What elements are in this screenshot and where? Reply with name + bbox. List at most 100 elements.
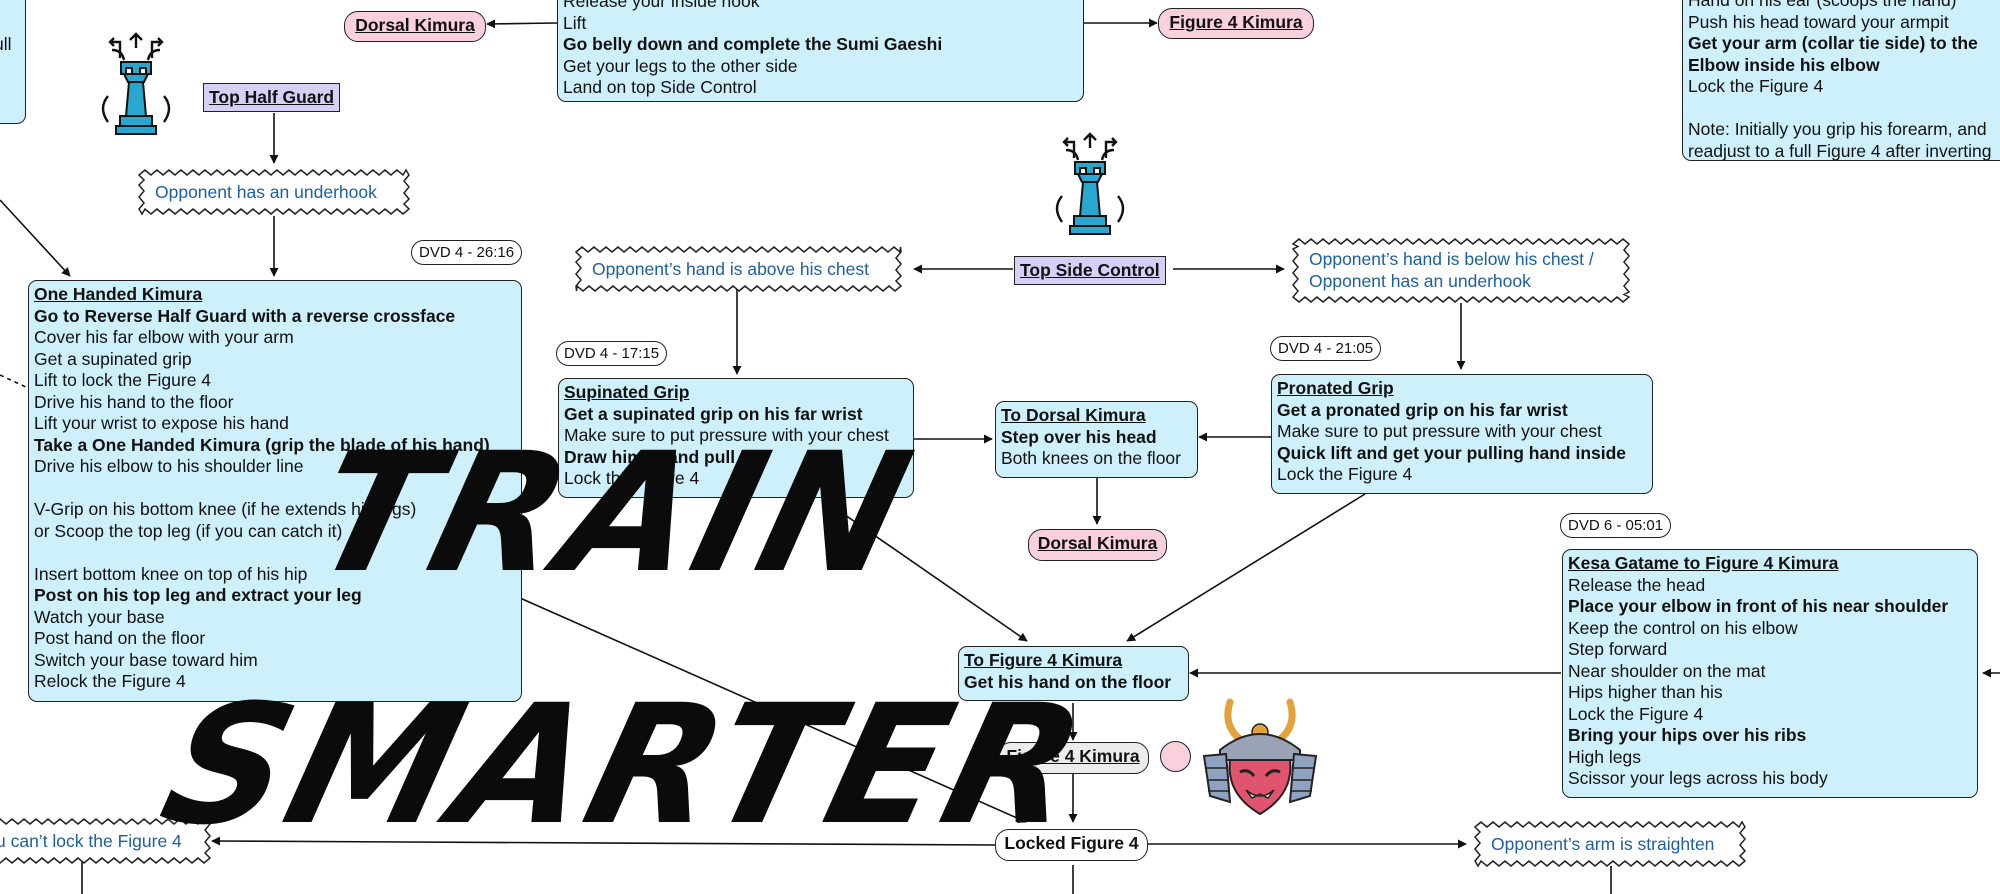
step-line: Keep the control on his elbow: [1568, 617, 1798, 638]
box-title: Kesa Gatame to Figure 4 Kimura: [1568, 553, 1839, 573]
step-line: Step forward: [1568, 639, 1668, 659]
step-line: Make sure to put pressure with your ches…: [1277, 421, 1602, 441]
offscreen-box-left: ull: [0, 0, 26, 124]
top-side-control-node[interactable]: Top Side Control: [1014, 256, 1166, 285]
step-line: Go to Reverse Half Guard with a reverse …: [34, 305, 456, 326]
condition-text: Opponent’s hand is above his chest: [592, 259, 869, 279]
step-line: Post on his top leg and extract your leg: [34, 585, 362, 605]
step-line: Release your inside hook: [563, 0, 760, 11]
condition-text: Opponent’s hand is below his chest /: [1309, 249, 1594, 269]
dashed-offscreen-link: [0, 374, 29, 389]
arrow-locked-to-cantlock: [211, 836, 996, 846]
step-line: Get a supinated grip: [34, 348, 192, 369]
step-line: Push his head toward your armpit: [1688, 11, 1949, 32]
note-line: Note: Initially you grip his forearm, an…: [1688, 119, 1987, 139]
pronated-grip-box: Pronated Grip Get a pronated grip on his…: [1271, 374, 1653, 494]
step-line: Hand on his ear (scoops the hand): [1688, 0, 1957, 10]
jagged-border: [574, 246, 903, 292]
condition-text: Opponent has an underhook: [1309, 271, 1531, 291]
jagged-border: [0, 818, 212, 864]
blank-line: [1688, 98, 2000, 120]
step-line: Bring your hips over his ribs: [1568, 725, 1807, 745]
step-line: Quick lift and get your pulling hand ins…: [1277, 442, 1627, 463]
figure4-kimura-node[interactable]: Figure 4 Kimura: [997, 742, 1149, 774]
step-line: Relock the Figure 4: [34, 671, 186, 691]
step-line: Draw him in and pull: [564, 446, 736, 467]
arrow-pronated-to-tofigure4: [1126, 493, 1366, 642]
arrow-offscreen-to-onehanded: [0, 199, 71, 277]
step-line: Get a pronated grip on his far wrist: [1277, 399, 1568, 420]
step-line: Switch your base toward him: [34, 649, 258, 670]
watermark-line-2: SMARTER: [146, 669, 1105, 861]
dvd-timestamp-badge: DVD 4 - 21:05: [1270, 336, 1382, 361]
locked-figure4-node[interactable]: Locked Figure 4: [995, 829, 1148, 861]
condition-underhook: Opponent has an underhook: [137, 168, 411, 216]
step-line: Place your elbow in front of his near sh…: [1568, 596, 1949, 616]
step-line: Make sure to put pressure with your ches…: [564, 425, 889, 445]
box-title: One Handed Kimura: [34, 284, 203, 304]
step-line: Lock the Figure 4: [1277, 464, 1413, 484]
box-title: To Dorsal Kimura: [1001, 405, 1146, 425]
step-line: Go belly down and complete the Sumi Gaes…: [563, 34, 943, 54]
step-line: Lift to lock the Figure 4: [34, 370, 212, 390]
step-line: Scissor your legs across his body: [1568, 768, 1828, 788]
offscreen-text-fragment: ull: [0, 34, 12, 54]
step-line: Get your legs to the other side: [563, 55, 798, 76]
step-line: Lock the Figure 4: [1568, 703, 1704, 724]
step-line: Release the head: [1568, 574, 1706, 595]
jagged-border: [137, 168, 411, 216]
kesa-gatame-box: Kesa Gatame to Figure 4 Kimura Release t…: [1562, 549, 1978, 798]
sumi-gaeshi-box: Release your inside hook Lift Go belly d…: [557, 0, 1084, 102]
watermark-line-1: TRAIN: [296, 417, 931, 609]
pink-dot-marker: [1160, 741, 1191, 772]
step-line: Hips higher than his: [1568, 682, 1723, 702]
step-line: Lift your wrist to expose his hand: [34, 413, 289, 433]
step-line: Cover his far elbow with your arm: [34, 327, 294, 347]
dvd-timestamp-badge: DVD 4 - 17:15: [556, 341, 668, 366]
step-line: Lock the Figure 4: [564, 468, 700, 488]
condition-text: Opponent’s arm is straighten: [1491, 834, 1715, 854]
to-dorsal-kimura-box: To Dorsal Kimura Step over his head Both…: [995, 401, 1198, 478]
dorsal-kimura-node-top[interactable]: Dorsal Kimura: [344, 11, 486, 42]
dorsal-kimura-node[interactable]: Dorsal Kimura: [1028, 529, 1167, 561]
figure4-from-collar-box: Hand on his ear (scoops the hand) Push h…: [1682, 0, 2000, 161]
top-half-guard-node[interactable]: Top Half Guard: [203, 83, 341, 112]
supinated-grip-box: Supinated Grip Get a supinated grip on h…: [558, 378, 914, 498]
step-line: Step over his head: [1001, 426, 1157, 447]
box-title: Pronated Grip: [1277, 378, 1394, 398]
jagged-border: [1473, 820, 1747, 868]
step-line: Watch your base: [34, 606, 165, 627]
dvd-timestamp-badge: DVD 6 - 05:01: [1560, 513, 1672, 538]
step-line: Lift: [563, 12, 587, 33]
dvd-timestamp-badge: DVD 4 - 26:16: [411, 240, 523, 265]
step-line: Drive his elbow to his shoulder line: [34, 456, 304, 476]
condition-hand-below-chest: Opponent’s hand is below his chest / Opp…: [1291, 237, 1631, 304]
to-figure4-kimura-box: To Figure 4 Kimura Get his hand on the f…: [958, 646, 1189, 701]
condition-cant-lock: u can’t lock the Figure 4: [0, 817, 212, 865]
note-line: readjust to a full Figure 4 after invert…: [1688, 140, 1992, 161]
step-line: Insert bottom knee on top of his hip: [34, 563, 308, 584]
step-line: Get his hand on the floor: [964, 671, 1172, 692]
step-line: Both knees on the floor: [1001, 448, 1181, 468]
arrow-supinated-to-tofigure4: [821, 498, 1028, 642]
step-line: Near shoulder on the mat: [1568, 660, 1766, 681]
one-handed-kimura-box: One Handed Kimura Go to Reverse Half Gua…: [28, 280, 522, 702]
box-title: Supinated Grip: [564, 382, 690, 402]
step-line: or Scoop the top leg (if you can catch i…: [34, 520, 343, 541]
rook-tower-icon: [101, 32, 171, 135]
arrow-onehanded-to-locked: [519, 597, 1027, 823]
samurai-helmet-icon: [1202, 698, 1318, 816]
condition-text: Opponent has an underhook: [155, 182, 377, 202]
jagged-border: [1291, 238, 1631, 303]
step-line: V-Grip on his bottom knee (if he extends…: [34, 499, 417, 519]
step-line: Get a supinated grip on his far wrist: [564, 403, 863, 424]
rook-tower-icon: [1055, 132, 1125, 235]
condition-hand-above-chest: Opponent’s hand is above his chest: [574, 245, 903, 293]
step-line: Elbow inside his elbow: [1688, 54, 1880, 75]
step-line: Post hand on the floor: [34, 628, 206, 648]
figure4-kimura-node-top[interactable]: Figure 4 Kimura: [1158, 8, 1314, 39]
step-line: High legs: [1568, 746, 1641, 767]
step-line: Get your arm (collar tie side) to the: [1688, 33, 1978, 53]
box-title: To Figure 4 Kimura: [964, 650, 1123, 670]
